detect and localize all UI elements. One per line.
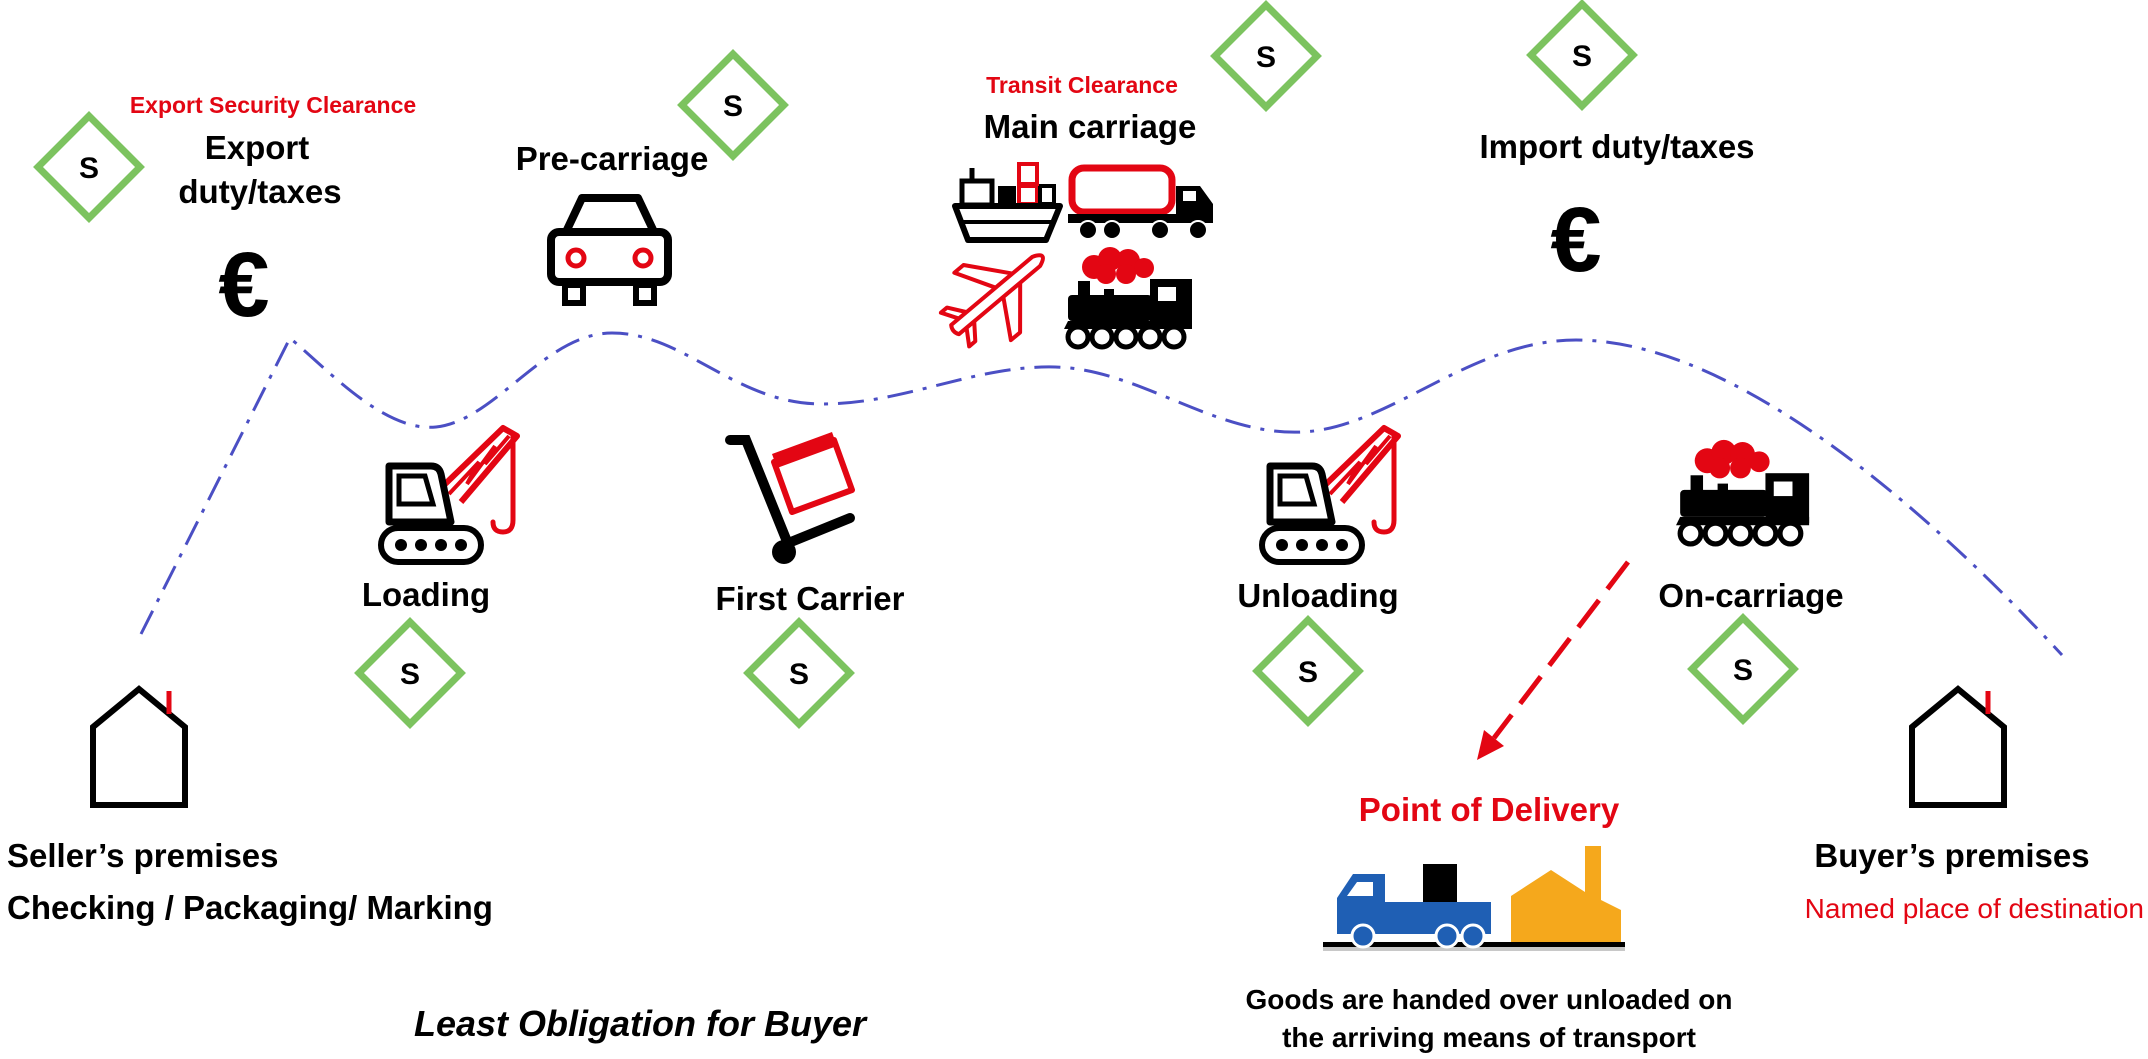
- security-badge-export: S: [33, 111, 145, 223]
- loading-label: Loading: [362, 576, 490, 613]
- security-badge-main-carriage: S: [1210, 0, 1322, 112]
- car-icon: [547, 194, 672, 306]
- badge-label: S: [723, 90, 743, 123]
- buyer-premises-label: Buyer’s premises: [1814, 837, 2089, 874]
- delivery-illustration: [1323, 846, 1625, 951]
- on-carriage-label: On-carriage: [1658, 577, 1843, 614]
- delivery-note-line2: the arriving means of transport: [1282, 1022, 1696, 1053]
- smoke-cloud: [1694, 439, 1770, 479]
- first-carrier-label: First Carrier: [716, 580, 905, 617]
- security-badge-unloading: S: [1252, 615, 1364, 727]
- seller-tasks-label: Checking / Packaging/ Marking: [7, 889, 493, 926]
- export-duty-label-line2: duty/taxes: [178, 173, 341, 210]
- truck-icon: [1068, 164, 1213, 240]
- crane-icon: [378, 425, 520, 565]
- badge-label: S: [789, 658, 809, 691]
- delivery-arrow: [1477, 560, 1630, 760]
- pre-carriage-label: Pre-carriage: [516, 140, 709, 177]
- badge-label: S: [1298, 656, 1318, 689]
- hand-truck-icon: [725, 432, 855, 564]
- badge-label: S: [1256, 41, 1276, 74]
- plane-icon: [938, 253, 1045, 349]
- badge-label: S: [1572, 40, 1592, 73]
- main-carriage-label: Main carriage: [984, 108, 1197, 145]
- export-security-clearance-label: Export Security Clearance: [130, 92, 416, 118]
- euro-icon-import: €: [1550, 189, 1601, 291]
- smoke-cloud: [1082, 247, 1154, 284]
- delivery-note-line1: Goods are handed over unloaded on: [1246, 984, 1733, 1015]
- security-badge-on-carriage: S: [1687, 613, 1799, 725]
- euro-icon-export: €: [218, 234, 269, 336]
- train-icon: [1064, 247, 1192, 350]
- caption: Least Obligation for Buyer: [414, 1003, 868, 1044]
- badge-label: S: [1733, 654, 1753, 687]
- factory-icon: [1511, 846, 1621, 942]
- ship-icon: [952, 162, 1063, 243]
- train-icon: [1676, 439, 1810, 547]
- obligation-curve: [139, 331, 2064, 657]
- transit-clearance-label: Transit Clearance: [986, 72, 1178, 98]
- badge-label: S: [79, 152, 99, 185]
- security-badge-import: S: [1526, 0, 1638, 111]
- crane-icon: [1259, 425, 1401, 565]
- security-badge-pre-carriage: S: [677, 49, 789, 161]
- import-duty-label: Import duty/taxes: [1479, 128, 1754, 165]
- security-badge-first-carrier: S: [743, 617, 855, 729]
- export-duty-label-line1: Export: [205, 129, 310, 166]
- named-destination-label: Named place of destination: [1805, 893, 2144, 924]
- unloading-label: Unloading: [1237, 577, 1398, 614]
- seller-premises-label: Seller’s premises: [7, 837, 279, 874]
- point-of-delivery-label: Point of Delivery: [1359, 791, 1620, 828]
- delivery-truck-icon: [1337, 864, 1491, 949]
- badge-label: S: [400, 658, 420, 691]
- house-icon: [1909, 685, 2007, 808]
- security-badge-loading: S: [354, 617, 466, 729]
- house-icon: [90, 685, 188, 808]
